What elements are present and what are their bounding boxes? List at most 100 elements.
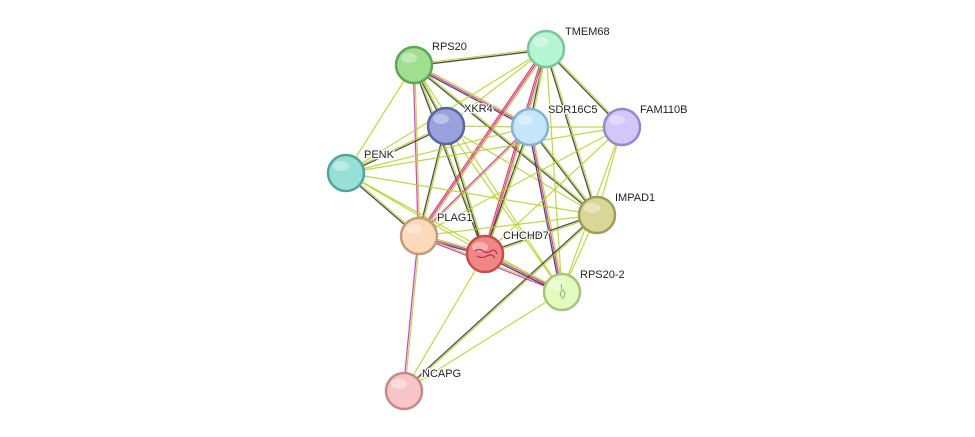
protein-structure-icon	[559, 283, 566, 300]
edge-line-textmining	[403, 291, 563, 392]
node-circle[interactable]	[602, 107, 642, 147]
edge-line-textmining	[414, 64, 421, 236]
node-label: FAM110B	[640, 104, 688, 116]
protein-structure-icon	[474, 248, 498, 259]
edge-line-coexpression	[412, 65, 530, 129]
edge-layer	[345, 47, 624, 393]
edge-line-textmining	[445, 125, 598, 216]
node-rps20-2[interactable]: RPS20-2	[542, 268, 626, 312]
edge-FAM110B-PLAG1	[418, 126, 623, 237]
edge-TMEM68-PLAG1	[417, 47, 548, 238]
node-highlight	[584, 203, 600, 213]
edge-RPS20-TMEM68	[413, 47, 547, 67]
edge-line-textmining	[403, 253, 486, 392]
edge-SDR16C5-PENK	[345, 126, 531, 174]
edge-line-coexpression	[413, 65, 597, 217]
edge-line-textmining	[485, 127, 532, 255]
edge-line-textmining	[413, 64, 563, 293]
edge-PLAG1-NCAPG	[402, 235, 421, 392]
node-label: IMPAD1	[615, 192, 655, 204]
edge-TMEM68-IMPAD1	[544, 48, 599, 216]
node-penk[interactable]: PENK	[326, 148, 396, 193]
edge-line-textmining	[404, 215, 598, 393]
edge-line-coexpression	[412, 65, 485, 255]
node-tmem68[interactable]: TMEM68	[526, 25, 611, 69]
edge-line-experimental	[402, 235, 419, 391]
node-sdr16c5[interactable]: SDR16C5	[510, 103, 599, 147]
node-highlight	[533, 37, 549, 47]
node-highlight	[333, 161, 349, 171]
node-rps20[interactable]: RPS20	[394, 40, 468, 85]
edge-SDR16C5-RPS20-2	[527, 126, 565, 293]
node-circle[interactable]	[399, 216, 439, 256]
edge-TMEM68-RPS20-2	[545, 48, 563, 293]
node-circle[interactable]	[577, 195, 617, 235]
edge-line-textmining	[418, 214, 598, 237]
edge-line-experimental	[418, 126, 530, 236]
edge-RPS20-RPS20-2	[413, 64, 563, 293]
edge-line-coexpression	[527, 127, 562, 293]
edge-CHCHD7-NCAPG	[403, 253, 486, 392]
edge-SDR16C5-CHCHD7	[483, 126, 532, 255]
node-highlight	[433, 114, 449, 124]
node-highlight	[391, 379, 407, 389]
edge-RPS20-PLAG1	[412, 64, 421, 237]
edge-TMEM68-CHCHD7	[482, 48, 549, 255]
edge-line-textmining	[530, 126, 565, 292]
edge-line-experimental	[418, 48, 547, 237]
node-chchd7[interactable]: CHCHD7	[465, 229, 550, 274]
node-ncapg[interactable]: NCAPG	[384, 367, 462, 411]
node-circle[interactable]	[465, 234, 505, 274]
node-xkr4[interactable]: XKR4	[426, 102, 494, 146]
edge-XKR4-IMPAD1	[445, 125, 598, 216]
node-circle[interactable]	[384, 371, 424, 411]
edge-line-experimental	[412, 65, 419, 237]
edge-FAM110B-PENK	[345, 126, 623, 174]
edge-line-textmining	[345, 172, 598, 216]
node-circle[interactable]	[326, 153, 366, 193]
node-label: RPS20	[432, 41, 467, 53]
node-label: XKR4	[464, 103, 493, 115]
edge-RPS20-2-NCAPG	[403, 291, 563, 392]
edge-line-textmining	[404, 236, 421, 392]
edge-line-experimental	[413, 64, 531, 128]
node-highlight	[609, 115, 625, 125]
edge-line-experimental	[529, 126, 563, 293]
edge-PENK-CHCHD7	[345, 172, 486, 255]
edge-line-fusion	[417, 47, 546, 236]
edge-IMPAD1-PLAG1	[418, 214, 598, 237]
edge-line-coexpression	[484, 213, 597, 254]
edge-line-textmining	[445, 48, 547, 127]
node-circle[interactable]	[394, 45, 434, 85]
node-label: TMEM68	[565, 26, 610, 38]
node-circle[interactable]	[526, 29, 566, 69]
node-label: SDR16C5	[548, 104, 598, 116]
node-highlight	[517, 115, 533, 125]
node-highlight	[406, 224, 422, 234]
edge-line-textmining	[345, 126, 531, 174]
edge-FAM110B-CHCHD7	[484, 126, 623, 255]
edge-line-textmining	[345, 126, 623, 174]
edge-TMEM68-XKR4	[445, 48, 547, 127]
node-plag1[interactable]: PLAG1	[399, 211, 474, 256]
edge-line-textmining	[446, 125, 487, 254]
edge-line-textmining	[546, 48, 599, 215]
node-circle[interactable]	[510, 107, 550, 147]
edge-line-textmining	[345, 64, 415, 174]
edge-RPS20-IMPAD1	[413, 63, 598, 217]
node-circle[interactable]	[426, 106, 466, 146]
edge-line-textmining	[414, 63, 598, 215]
edge-line-coexpression	[403, 213, 597, 391]
edge-line-coexpression	[544, 49, 597, 216]
edge-PENK-IMPAD1	[345, 172, 598, 216]
node-fam110b[interactable]: FAM110B	[602, 103, 689, 147]
node-label: PENK	[364, 149, 395, 161]
edge-line-textmining	[485, 215, 598, 256]
node-highlight	[401, 53, 417, 63]
node-impad1[interactable]: IMPAD1	[577, 191, 656, 235]
node-highlight	[472, 242, 488, 252]
node-circle[interactable]	[542, 272, 582, 312]
edge-line-textmining	[545, 48, 563, 293]
